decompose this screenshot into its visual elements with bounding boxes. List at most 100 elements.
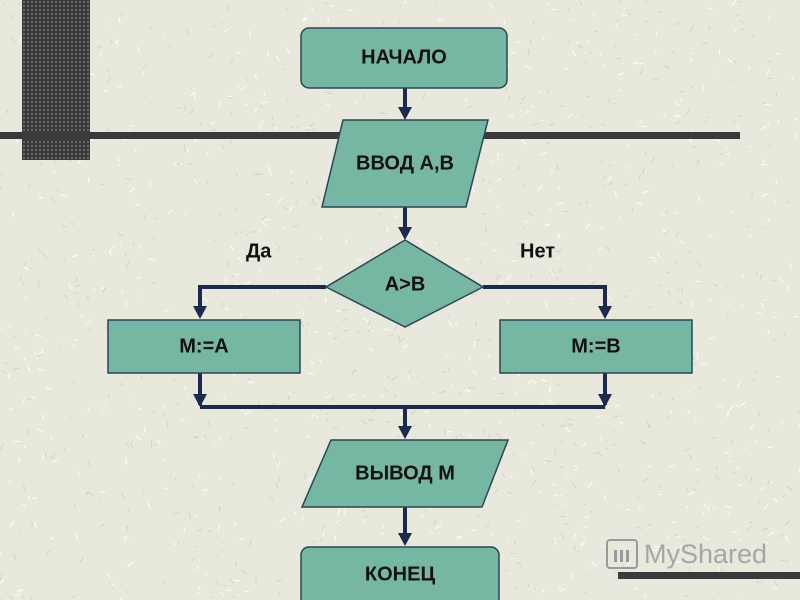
texture-speck: [105, 572, 111, 579]
texture-speck: [533, 381, 538, 383]
texture-speck: [589, 268, 592, 271]
texture-speck: [450, 384, 453, 388]
texture-speck: [517, 255, 521, 257]
texture-speck: [183, 104, 186, 111]
texture-speck: [194, 514, 197, 518]
texture-speck: [176, 106, 182, 110]
texture-speck: [564, 522, 569, 526]
texture-speck: [518, 102, 524, 105]
texture-speck: [50, 536, 55, 541]
texture-speck: [51, 197, 56, 204]
texture-speck: [690, 85, 694, 89]
texture-speck: [223, 28, 230, 32]
texture-speck: [147, 502, 152, 510]
texture-speck: [507, 540, 510, 543]
texture-speck: [736, 124, 741, 130]
texture-speck: [531, 469, 533, 475]
texture-speck: [774, 580, 778, 587]
texture-speck: [707, 116, 711, 118]
texture-speck: [142, 96, 146, 99]
texture-speck: [572, 533, 577, 539]
texture-speck: [141, 71, 145, 76]
texture-speck: [438, 390, 446, 394]
texture-speck: [627, 561, 631, 565]
texture-speck: [41, 414, 45, 421]
texture-speck: [671, 164, 675, 167]
texture-speck: [103, 404, 106, 407]
texture-speck: [769, 481, 773, 484]
texture-speck: [581, 539, 586, 546]
texture-speck: [620, 504, 623, 507]
texture-speck: [587, 572, 591, 576]
texture-speck: [38, 351, 44, 356]
arrowhead-no-action: [598, 306, 612, 319]
texture-speck: [688, 566, 691, 570]
texture-speck: [675, 231, 680, 237]
texture-speck: [125, 261, 130, 267]
texture-speck: [669, 411, 673, 414]
texture-speck: [537, 491, 541, 494]
texture-speck: [603, 185, 607, 187]
texture-speck: [335, 519, 341, 524]
texture-speck: [600, 123, 606, 127]
texture-speck: [8, 372, 11, 379]
texture-speck: [31, 396, 36, 399]
texture-speck: [43, 452, 48, 458]
texture-speck: [167, 209, 173, 214]
texture-speck: [728, 460, 732, 463]
texture-speck: [114, 40, 120, 45]
texture-speck: [739, 19, 745, 24]
texture-speck: [295, 83, 299, 87]
texture-speck: [214, 445, 217, 448]
texture-speck: [129, 124, 133, 128]
texture-speck: [525, 65, 532, 69]
texture-speck: [702, 511, 705, 516]
texture-speck: [105, 324, 108, 331]
texture-speck: [651, 156, 656, 163]
texture-speck: [196, 565, 199, 570]
texture-speck: [667, 290, 672, 296]
texture-speck: [443, 428, 447, 435]
texture-speck: [17, 589, 24, 592]
texture-speck: [117, 231, 119, 235]
texture-speck: [556, 383, 560, 387]
texture-speck: [184, 212, 187, 215]
texture-speck: [613, 44, 616, 49]
texture-speck: [618, 89, 622, 92]
texture-speck: [544, 223, 550, 227]
texture-speck: [6, 109, 9, 115]
texture-speck: [584, 515, 590, 519]
texture-speck: [361, 420, 368, 425]
texture-speck: [520, 139, 527, 145]
texture-speck: [117, 85, 123, 88]
texture-speck: [797, 410, 800, 416]
texture-speck: [163, 309, 170, 312]
texture-speck: [207, 529, 213, 533]
texture-speck: [305, 322, 310, 327]
texture-speck: [759, 274, 763, 280]
texture-speck: [271, 402, 278, 405]
texture-speck: [713, 139, 721, 142]
texture-speck: [729, 404, 735, 411]
texture-speck: [570, 572, 573, 578]
texture-speck: [493, 377, 497, 380]
texture-speck: [785, 200, 790, 204]
texture-speck: [312, 127, 316, 132]
texture-speck: [276, 198, 282, 205]
texture-speck: [138, 295, 141, 298]
texture-speck: [85, 320, 87, 325]
texture-speck: [100, 92, 105, 95]
texture-speck: [661, 213, 665, 216]
texture-speck: [239, 313, 243, 317]
texture-speck: [786, 485, 793, 491]
texture-speck: [487, 354, 491, 358]
texture-speck: [609, 182, 612, 186]
texture-speck: [763, 298, 766, 301]
texture-speck: [1, 173, 3, 177]
texture-speck: [574, 467, 578, 471]
texture-speck: [325, 395, 333, 399]
texture-speck: [110, 583, 116, 588]
start-terminal: НАЧАЛО: [300, 27, 508, 89]
texture-speck: [20, 598, 23, 600]
texture-speck: [85, 492, 89, 496]
